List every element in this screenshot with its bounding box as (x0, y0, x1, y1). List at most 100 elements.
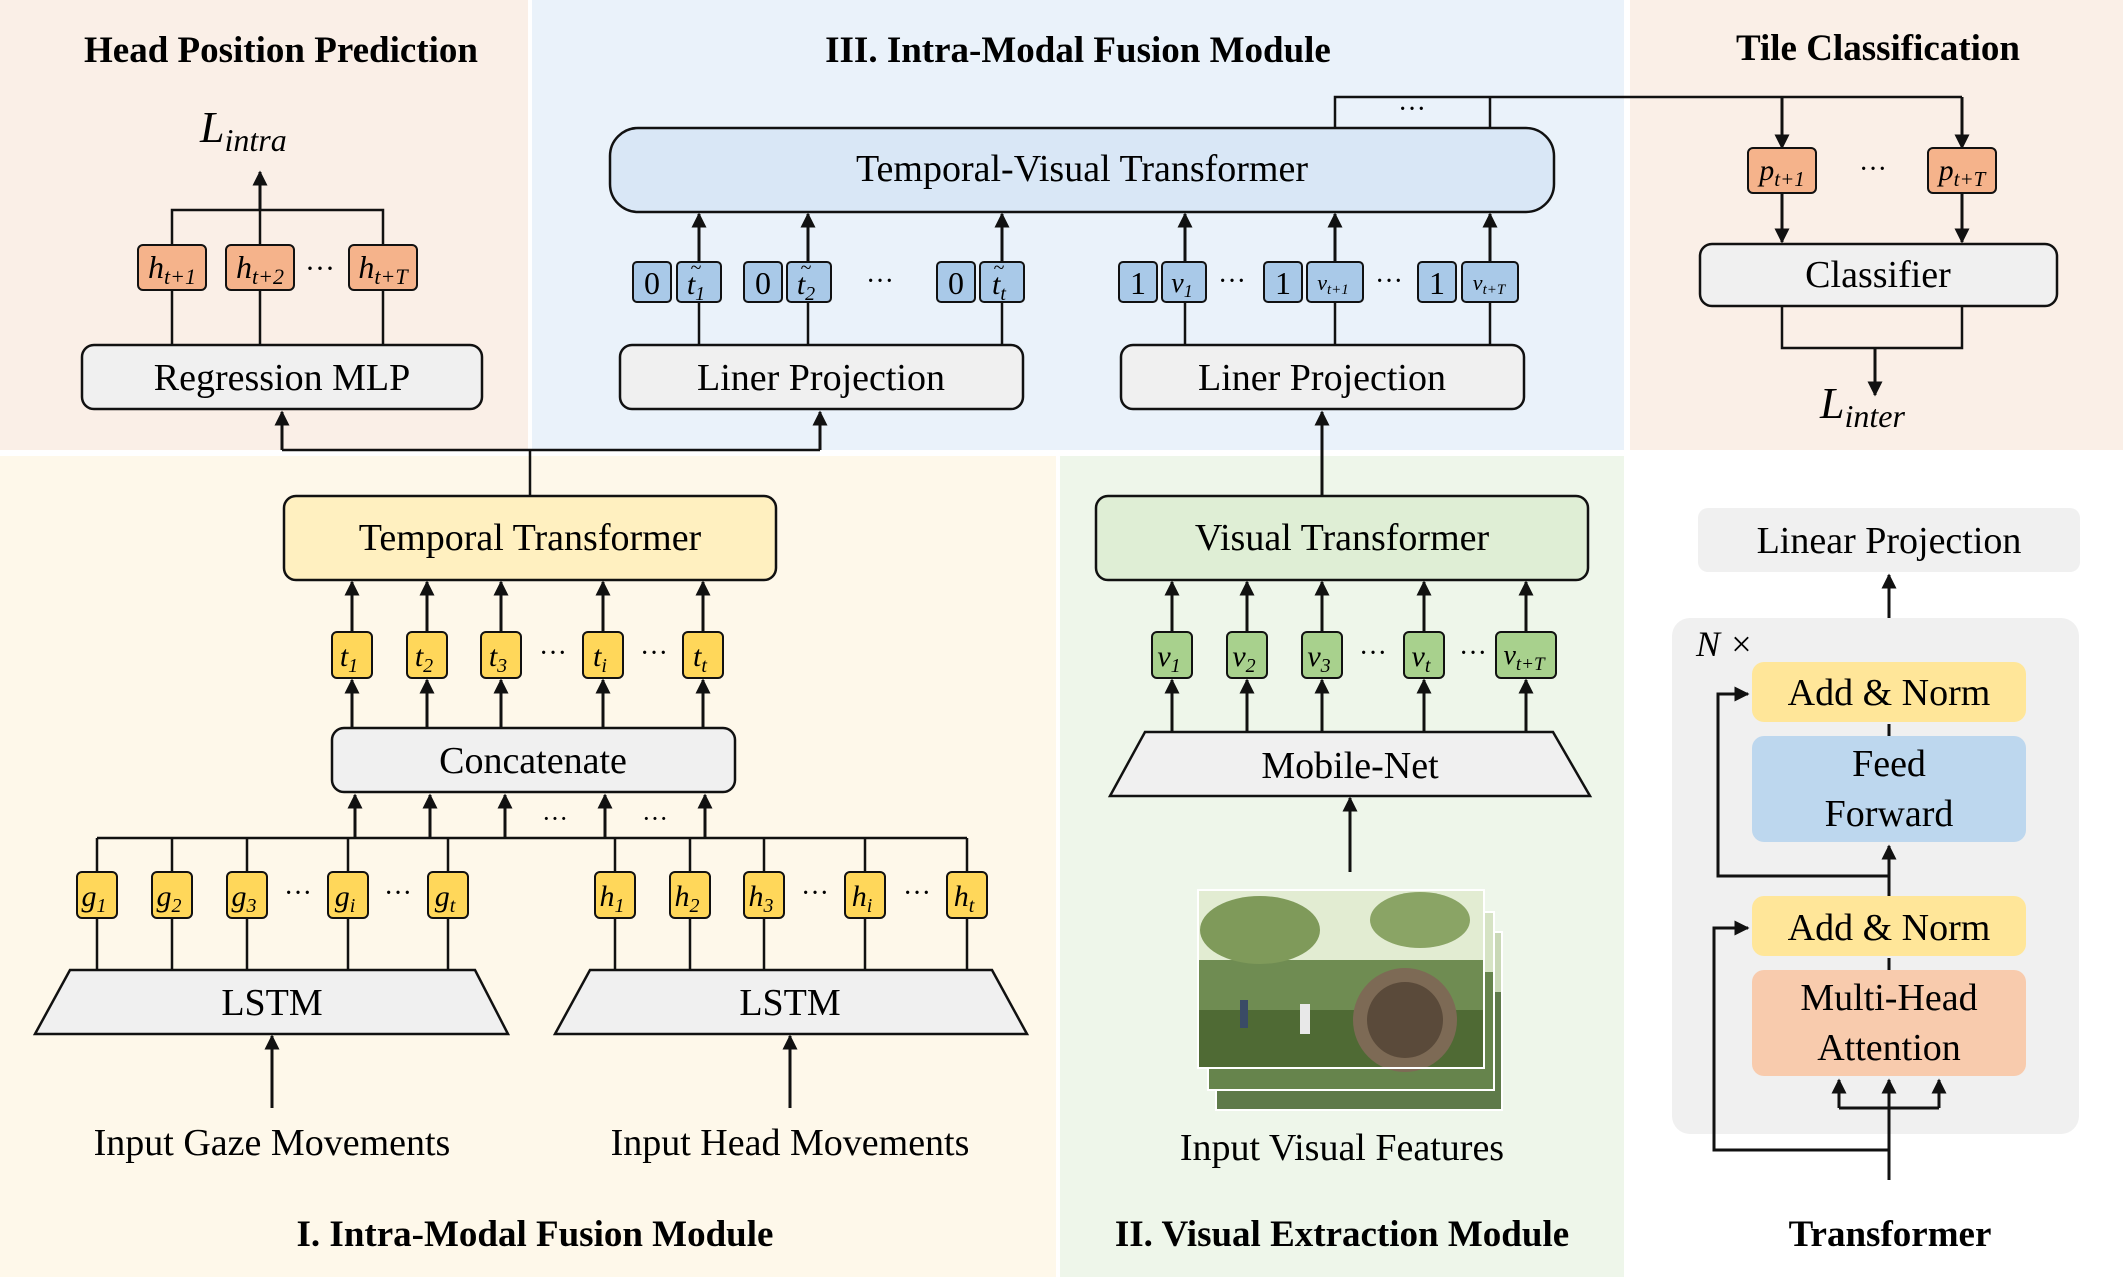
svg-text:t1: t1 (687, 268, 705, 305)
svg-text:Temporal-Visual Transformer: Temporal-Visual Transformer (856, 148, 1308, 190)
visual-token-arrows (1164, 580, 1534, 632)
embed-token-v-tT: vt+T (1461, 261, 1519, 303)
tvt-input-arrows (691, 212, 1498, 262)
flag-token-0-b: 0 (743, 261, 783, 303)
token-h1: h1 (594, 871, 636, 919)
mobilenet-to-token-arrows (1164, 678, 1534, 732)
svg-text:g2: g2 (157, 880, 182, 917)
title-head-position-prediction: Head Position Prediction (84, 30, 478, 71)
svg-text:h2: h2 (675, 880, 700, 917)
embed-token-t1: t1 ~ (676, 257, 722, 305)
loss-inter: Linter (1819, 379, 1905, 434)
temporal-visual-transformer-block: Temporal-Visual Transformer (608, 126, 1556, 214)
svg-text:v1: v1 (1171, 268, 1192, 301)
multi-head-attention-block: Multi-Head Attention (1752, 970, 2026, 1076)
ellipsis-temporal-embeds: ··· (866, 266, 894, 297)
svg-text:g1: g1 (82, 880, 107, 917)
token-g2: g2 (151, 871, 193, 919)
ellipsis-visual-tokens-1: ··· (1359, 638, 1387, 669)
input-head-label: Input Head Movements (611, 1122, 970, 1164)
svg-text:t1: t1 (340, 640, 358, 677)
tile-arrows-mid (1774, 193, 1970, 244)
linear-projection-block: Linear Projection (1698, 508, 2080, 572)
svg-text:h3: h3 (749, 880, 774, 917)
input-gaze-label: Input Gaze Movements (94, 1122, 451, 1164)
repeat-label: N × (1695, 624, 1753, 664)
token-h2: h2 (669, 871, 711, 919)
svg-text:~: ~ (994, 257, 1005, 279)
token-vt: vt (1403, 631, 1445, 679)
embed-token-t2: t2 ~ (786, 257, 832, 305)
svg-text:0: 0 (644, 265, 660, 301)
token-gi: gi (327, 871, 369, 919)
ellipsis-head-2: ··· (903, 878, 931, 909)
add-norm-top-block: Add & Norm (1752, 662, 2026, 722)
feed-forward-block: Feed Forward (1752, 736, 2026, 842)
token-ht: ht (946, 871, 988, 919)
ellipsis-head-outputs: ··· (305, 252, 335, 285)
svg-text:t2: t2 (415, 640, 433, 677)
flag-token-1-c: 1 (1417, 261, 1457, 303)
title-tile-classification: Tile Classification (1736, 28, 2020, 69)
token-t1: t1 (331, 631, 373, 679)
lstm-head-block: LSTM (552, 968, 1030, 1036)
token-h3: h3 (743, 871, 785, 919)
svg-text:~: ~ (691, 257, 702, 279)
ellipsis-bus-2: ··· (642, 804, 668, 833)
token-lstm-connectors (95, 918, 969, 970)
token-v-tT: vt+T (1495, 631, 1557, 679)
svg-text:hi: hi (852, 880, 873, 917)
embed-token-tt: tt ~ (979, 257, 1025, 305)
svg-text:Forward: Forward (1825, 793, 1954, 835)
token-g1: g1 (76, 871, 118, 919)
ellipsis-bus-1: ··· (542, 804, 568, 833)
concatenate-block: Concatenate (330, 726, 737, 794)
token-bus-drops (95, 838, 969, 872)
classifier-block: Classifier (1698, 242, 2059, 308)
svg-text:Attention: Attention (1817, 1027, 1961, 1069)
svg-text:Mobile-Net: Mobile-Net (1261, 745, 1439, 787)
ellipsis-visual-tokens-2: ··· (1459, 638, 1487, 669)
video-frames-image (1197, 889, 1503, 1111)
svg-text:Classifier: Classifier (1805, 254, 1951, 296)
embed-token-v-t1: vt+1 (1306, 261, 1364, 303)
bus-to-concat-arrows (347, 793, 713, 838)
liner-projection-left-block: Liner Projection (618, 343, 1025, 411)
token-hi: hi (844, 871, 886, 919)
svg-text:ht+T: ht+T (358, 249, 409, 289)
svg-text:ht+1: ht+1 (148, 249, 196, 289)
ellipsis-temporal-tokens-1: ··· (539, 638, 567, 669)
ellipsis-tvt-outputs: ··· (1398, 94, 1426, 125)
svg-text:v2: v2 (1232, 640, 1255, 677)
tvt-to-tile-connector (1333, 95, 1962, 128)
token-h-t2: ht+2 (225, 244, 295, 291)
ellipsis-tile-outputs: ··· (1859, 154, 1887, 185)
ellipsis-visual-embeds-1: ··· (1218, 266, 1246, 297)
regression-mlp-block: Regression MLP (80, 343, 484, 411)
svg-text:ht: ht (954, 880, 975, 917)
svg-text:gi: gi (335, 880, 356, 917)
svg-text:vt: vt (1412, 640, 1431, 677)
svg-text:g3: g3 (232, 880, 257, 917)
svg-text:tt: tt (992, 268, 1006, 305)
token-v3: v3 (1301, 631, 1343, 679)
classifier-output-merge (1780, 306, 1964, 350)
svg-text:tt: tt (693, 640, 707, 677)
svg-text:Multi-Head: Multi-Head (1800, 977, 1977, 1019)
svg-text:ti: ti (593, 640, 607, 677)
svg-text:~: ~ (801, 257, 812, 279)
svg-text:1: 1 (1130, 265, 1146, 301)
residual-top (1716, 686, 1889, 878)
svg-text:Add & Norm: Add & Norm (1788, 672, 1991, 714)
svg-text:t2: t2 (797, 268, 815, 305)
svg-text:ht+2: ht+2 (236, 249, 284, 289)
svg-text:vt+T: vt+T (1503, 640, 1546, 675)
svg-text:vt+T: vt+T (1473, 270, 1507, 298)
svg-text:1: 1 (1429, 265, 1445, 301)
ellipsis-gaze-2: ··· (384, 878, 412, 909)
flag-token-1-a: 1 (1118, 261, 1158, 303)
ellipsis-visual-embeds-2: ··· (1375, 266, 1403, 297)
fusion-i-region (0, 456, 1056, 1277)
concat-to-token-arrows (344, 678, 711, 728)
